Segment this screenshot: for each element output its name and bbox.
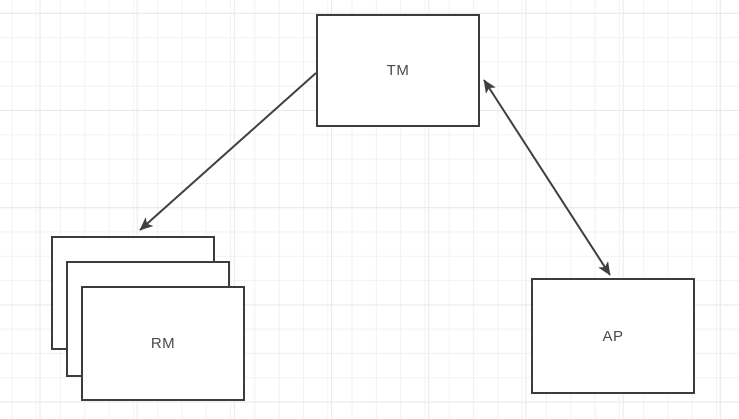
node-ap-label: AP [602, 327, 624, 345]
node-tm-label: TM [386, 62, 410, 79]
node-rm-label: RM [150, 335, 176, 352]
connector-tm-rm[interactable] [139, 72, 317, 231]
node-ap[interactable]: AP [531, 278, 695, 394]
node-rm[interactable]: RM [81, 286, 245, 401]
connector-tm-ap[interactable] [483, 79, 611, 276]
node-tm[interactable]: TM [316, 14, 480, 127]
